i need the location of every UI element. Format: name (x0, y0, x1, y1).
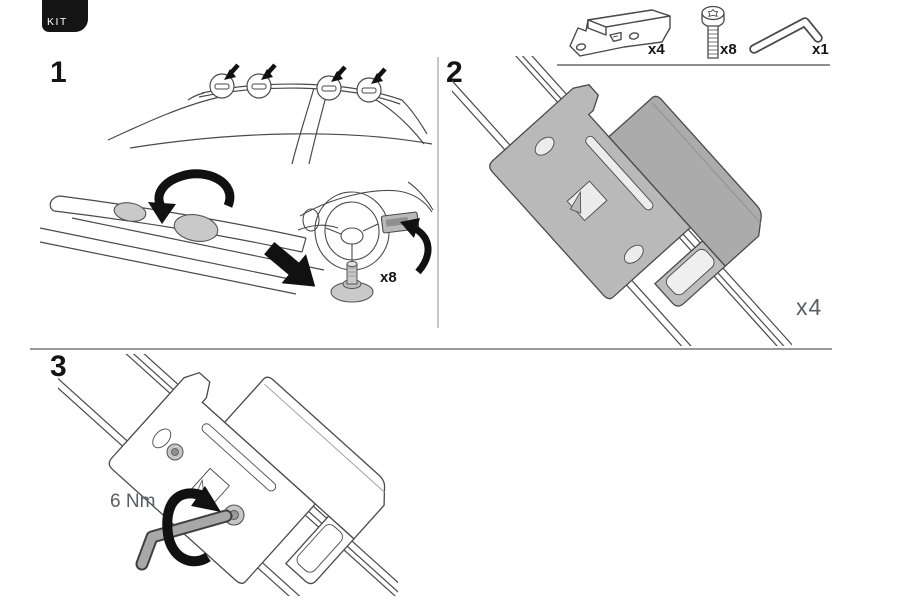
roof-cover-plug (173, 214, 219, 242)
roof-cover-plug (113, 202, 147, 222)
section-divider-vertical (437, 57, 439, 328)
rotation-arrow-icon (162, 486, 221, 567)
step-number: 1 (50, 56, 67, 89)
part-qty-label: x8 (720, 41, 737, 58)
rotation-arrow-icon (148, 169, 235, 224)
kit-badge: KIT (42, 0, 88, 32)
parts-list-divider (557, 64, 830, 66)
car-roof-illustration (107, 63, 433, 165)
arrow-icon (264, 241, 316, 287)
allen-key-part-icon (749, 17, 823, 54)
step-number: 3 (50, 350, 67, 383)
bracket-part-icon (569, 9, 671, 57)
kit-badge-label: KIT (47, 16, 68, 28)
dashboard-storage-illustration (297, 181, 434, 274)
mount-point-markers (209, 63, 387, 103)
part-qty-label: x4 (648, 41, 665, 58)
bracket-on-rail-illustration (452, 56, 792, 346)
part-qty-label: x1 (812, 41, 829, 58)
cover-screw-illustration (330, 260, 374, 303)
mounting-bracket (489, 84, 762, 307)
torque-label: 6 Nm (110, 491, 156, 512)
torque-tightening-illustration (58, 354, 398, 596)
mounting-bracket (108, 371, 386, 585)
screw-qty-label: x8 (380, 269, 397, 286)
curved-arrow-icon (400, 218, 432, 274)
washer (166, 443, 184, 461)
allen-key (135, 509, 233, 571)
section-divider-horizontal (30, 348, 832, 350)
step-number: 2 (446, 56, 463, 89)
bracket-qty-label: x4 (796, 294, 823, 320)
screw-part-icon (701, 5, 725, 59)
